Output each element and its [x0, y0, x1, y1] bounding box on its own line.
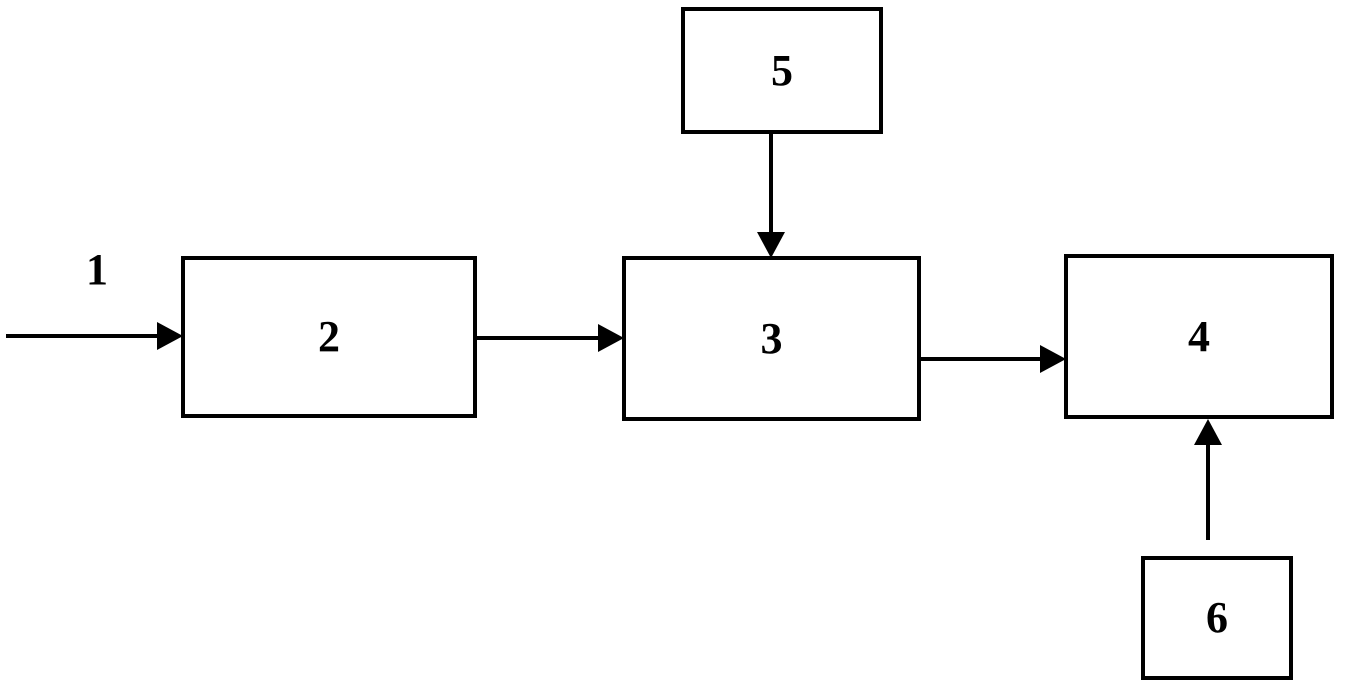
arrow-block-2-to-block-3 — [477, 324, 624, 352]
block-5-label: 5 — [771, 45, 793, 95]
block-3-label: 3 — [760, 313, 783, 363]
arrow-block-5-to-block-3 — [757, 134, 785, 258]
block-6-label: 6 — [1206, 593, 1228, 642]
arrow-block-6-to-block-4 — [1194, 419, 1222, 540]
block-4-label: 4 — [1188, 311, 1210, 361]
block-2-label: 2 — [318, 312, 340, 361]
block-4: 4 — [1064, 254, 1334, 419]
arrow-input-to-block-2 — [6, 322, 183, 350]
block-2: 2 — [181, 256, 477, 418]
arrow-block-3-to-block-4 — [921, 345, 1066, 373]
block-3: 3 — [622, 256, 921, 421]
input-label: 1 — [86, 245, 108, 294]
block-6: 6 — [1141, 556, 1293, 680]
block-5: 5 — [681, 7, 883, 134]
